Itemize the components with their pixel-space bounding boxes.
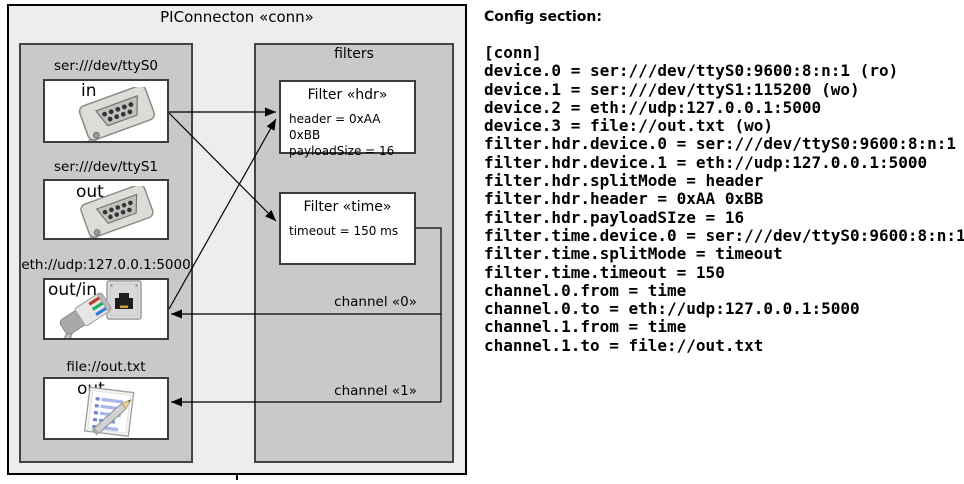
filter-hdr-title: Filter «hdr» bbox=[307, 87, 388, 103]
device-label-eth: eth://udp:127.0.0.1:5000 bbox=[21, 257, 191, 273]
device-direction: in bbox=[81, 81, 97, 101]
device-direction: out bbox=[76, 182, 104, 202]
ethernet-icon bbox=[59, 280, 142, 338]
device-box-file: out bbox=[43, 377, 169, 440]
filter-hdr-params: header = 0xAA 0xBB payloadSize = 16 bbox=[289, 111, 414, 159]
device-label-file: file://out.txt bbox=[66, 359, 146, 375]
filter-time-title: Filter «time» bbox=[303, 199, 392, 215]
filter-param: payloadSize = 16 bbox=[289, 144, 395, 158]
file-notepad-icon bbox=[83, 386, 135, 438]
serial-connector-icon bbox=[80, 186, 154, 238]
config-text: [conn] device.0 = ser:///dev/ttyS0:9600:… bbox=[484, 43, 964, 355]
filter-time-box: Filter «time» timeout = 150 ms bbox=[279, 192, 416, 265]
device-box-eth: out/in bbox=[43, 278, 169, 340]
filters-container-title: filters bbox=[334, 46, 374, 62]
channel-0-label: channel «0» bbox=[334, 294, 417, 310]
device-label-ttyS1: ser:///dev/ttyS1 bbox=[54, 159, 158, 175]
diagram-title: PIConnecton «conn» bbox=[160, 8, 314, 26]
device-label-ttyS0: ser:///dev/ttyS0 bbox=[54, 58, 158, 74]
filter-param: timeout = 150 ms bbox=[289, 224, 399, 238]
serial-connector-icon bbox=[78, 87, 156, 141]
filter-time-params: timeout = 150 ms bbox=[289, 223, 414, 239]
device-direction: out/in bbox=[48, 280, 98, 300]
frame-bottom-tick bbox=[236, 473, 238, 480]
device-box-ttyS1: out bbox=[43, 179, 169, 240]
config-section-heading: Config section: bbox=[484, 9, 602, 25]
device-box-ttyS0: in bbox=[43, 79, 169, 143]
filter-param: header = 0xAA 0xBB bbox=[289, 112, 381, 142]
channel-1-label: channel «1» bbox=[334, 383, 417, 399]
filter-hdr-box: Filter «hdr» header = 0xAA 0xBB payloadS… bbox=[279, 80, 416, 158]
